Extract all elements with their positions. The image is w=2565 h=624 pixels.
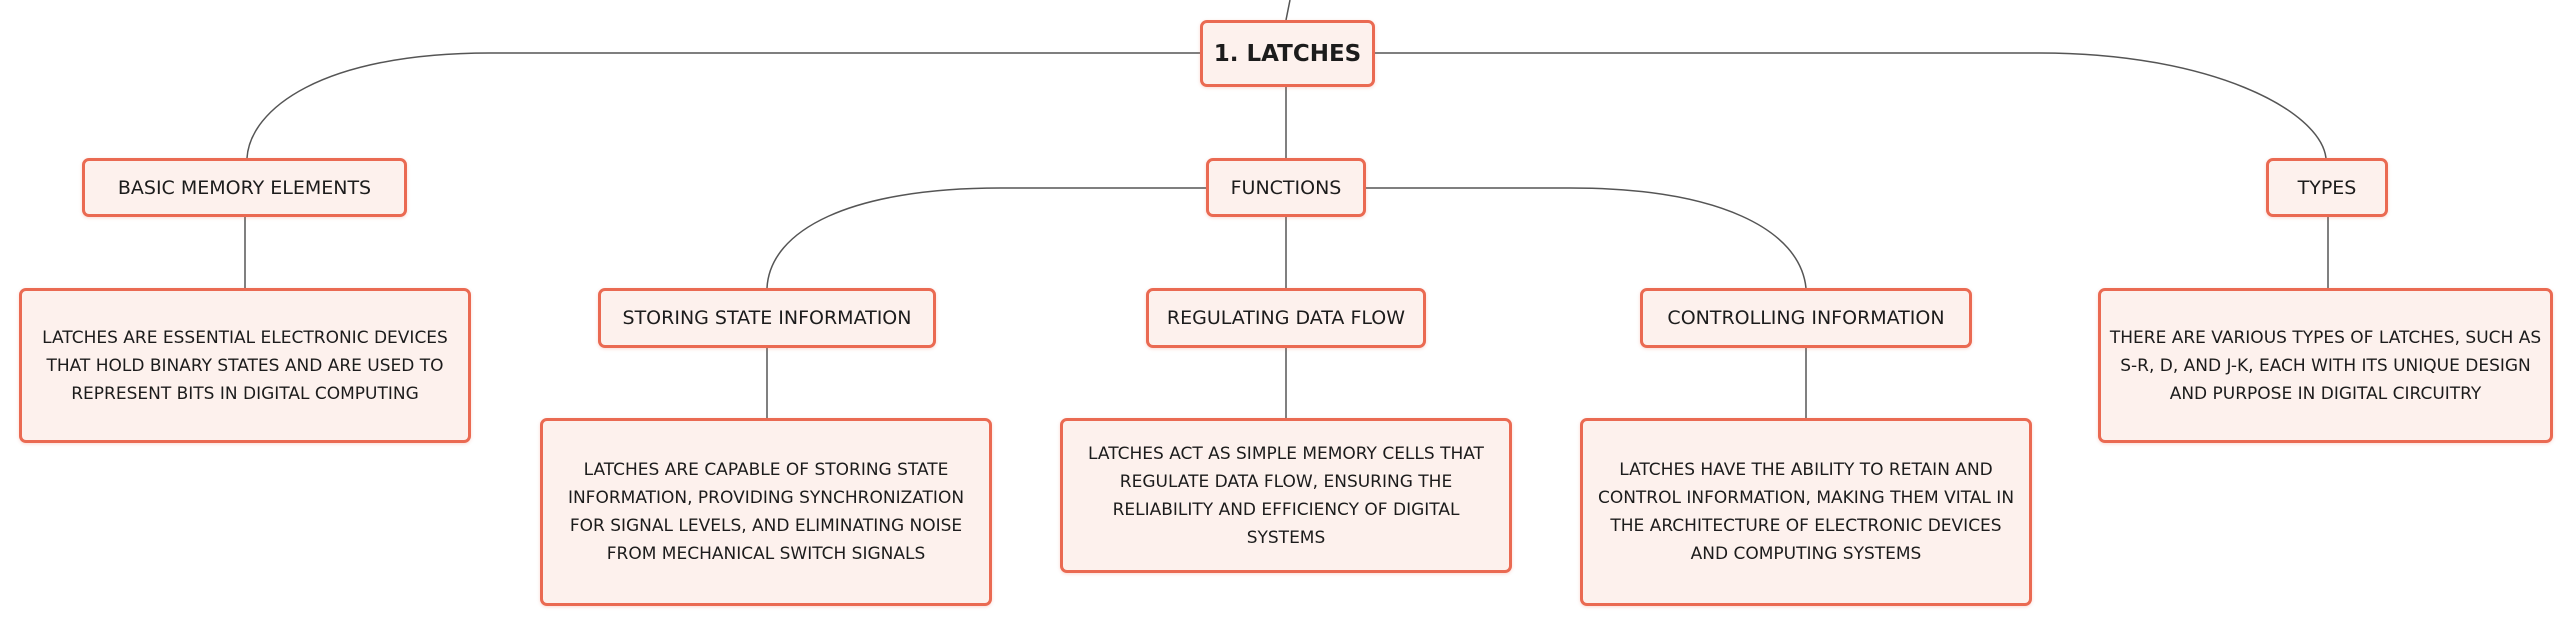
node-controlling-information-description[interactable]: LATCHES HAVE THE ABILITY TO RETAIN AND C… (1580, 418, 2032, 606)
connector-root-basic (246, 52, 1202, 159)
node-description: LATCHES ARE ESSENTIAL ELECTRONIC DEVICES… (42, 327, 448, 404)
node-label: STORING STATE INFORMATION (622, 307, 912, 329)
node-label: CONTROLLING INFORMATION (1667, 307, 1945, 329)
node-label: BASIC MEMORY ELEMENTS (117, 176, 372, 199)
connector-functions-controlling (1366, 187, 1807, 289)
connector-functions-storing (766, 187, 1206, 289)
node-description: LATCHES ARE CAPABLE OF STORING STATE INF… (567, 460, 965, 564)
node-label: FUNCTIONS (1230, 176, 1342, 199)
node-label: REGULATING DATA FLOW (1166, 307, 1406, 329)
node-regulating-data-flow-description[interactable]: LATCHES ACT AS SIMPLE MEMORY CELLS THAT … (1060, 418, 1512, 573)
node-label: TYPES (2297, 176, 2357, 199)
node-regulating-data-flow[interactable]: REGULATING DATA FLOW (1146, 288, 1426, 348)
root-label: 1. LATCHES (1213, 40, 1362, 67)
root-node[interactable]: 1. LATCHES (1200, 20, 1375, 87)
node-basic-memory-elements[interactable]: BASIC MEMORY ELEMENTS (82, 158, 407, 217)
connector-incoming (1285, 0, 1291, 21)
node-controlling-information[interactable]: CONTROLLING INFORMATION (1640, 288, 1972, 348)
node-functions[interactable]: FUNCTIONS (1206, 158, 1366, 217)
node-types-description[interactable]: THERE ARE VARIOUS TYPES OF LATCHES, SUCH… (2098, 288, 2553, 443)
node-description: LATCHES HAVE THE ABILITY TO RETAIN AND C… (1597, 460, 2015, 564)
connector-root-types (1373, 52, 2327, 159)
node-storing-state-description[interactable]: LATCHES ARE CAPABLE OF STORING STATE INF… (540, 418, 992, 606)
node-types[interactable]: TYPES (2266, 158, 2388, 217)
node-basic-memory-description[interactable]: LATCHES ARE ESSENTIAL ELECTRONIC DEVICES… (19, 288, 471, 443)
node-description: LATCHES ACT AS SIMPLE MEMORY CELLS THAT … (1088, 443, 1484, 548)
node-description: THERE ARE VARIOUS TYPES OF LATCHES, SUCH… (2109, 327, 2542, 404)
node-storing-state-information[interactable]: STORING STATE INFORMATION (598, 288, 936, 348)
